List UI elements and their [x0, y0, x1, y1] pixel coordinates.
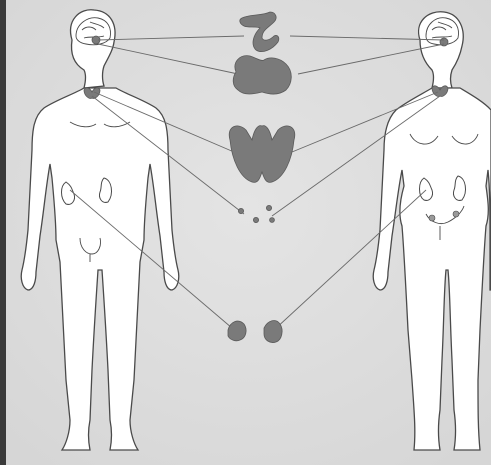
female-ovary-right: [453, 211, 459, 217]
parathyroid-dot: [238, 208, 243, 213]
adrenal-gland-icon: [233, 56, 291, 94]
kidney-icon: [264, 321, 282, 343]
parathyroid-dot: [270, 218, 275, 223]
female-ovary-left: [429, 215, 435, 221]
parathyroid-dot: [253, 217, 258, 222]
left-edge-shadow: [0, 0, 6, 465]
kidney-icon: [228, 321, 246, 341]
parathyroid-dot: [266, 205, 271, 210]
